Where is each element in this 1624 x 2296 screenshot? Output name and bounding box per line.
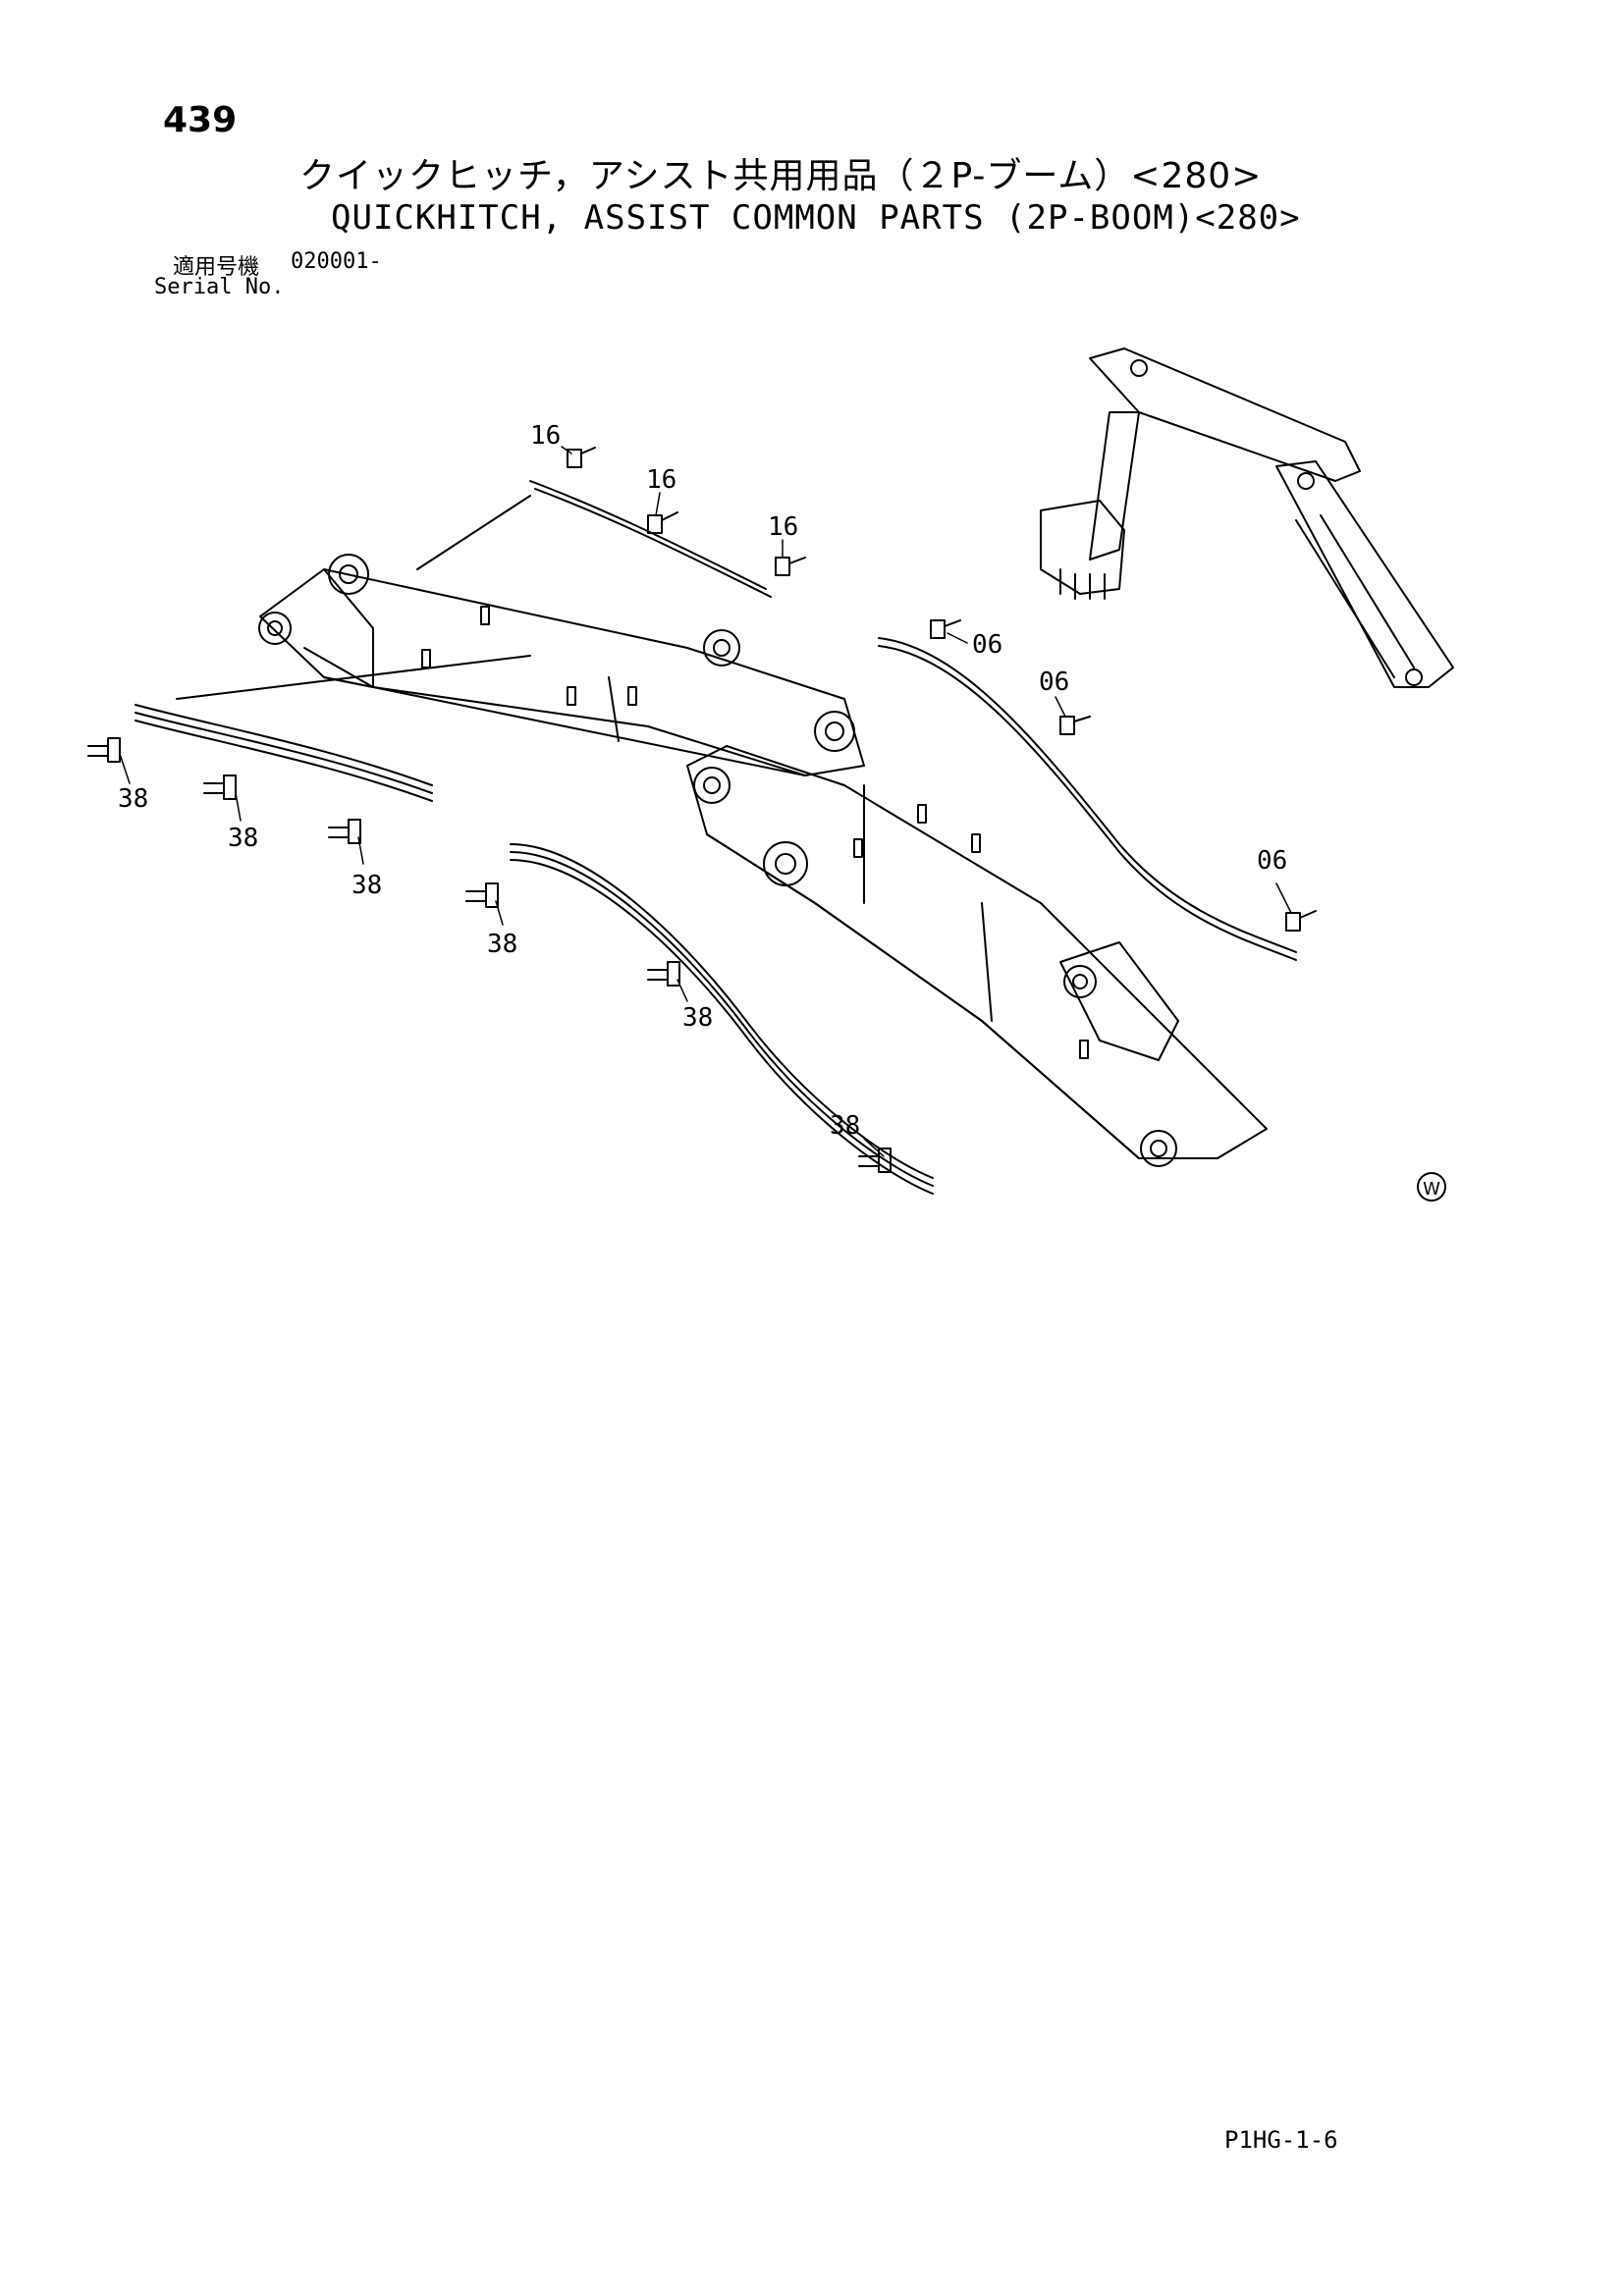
callout-16-c: 16 [768, 512, 798, 542]
callout-16: 16 [530, 421, 561, 451]
callout-labels: 16 16 16 06 06 06 38 38 38 38 38 38 [118, 421, 1287, 1141]
title-english: QUICKHITCH, ASSIST COMMON PARTS (2P-BOOM… [331, 198, 1301, 238]
callout-16-b: 16 [646, 465, 677, 495]
footer-code: P1HG-1-6 [1224, 2126, 1338, 2154]
callout-06: 06 [972, 630, 1002, 660]
serial-label-japanese: 適用号機 [173, 255, 260, 280]
boom-lower-section [686, 745, 1268, 1167]
clamp-bolts [87, 447, 1317, 1173]
excavator-arm-inset [1040, 347, 1454, 688]
circled-w-marker: W [1417, 1172, 1446, 1201]
callout-38-e: 38 [682, 1003, 713, 1033]
callout-06-c: 06 [1257, 846, 1287, 876]
callout-38-a: 38 [118, 784, 148, 814]
leader-lines [119, 446, 1292, 1157]
callout-38-d: 38 [487, 930, 517, 959]
serial-label-english: Serial No. [154, 275, 285, 299]
serial-number-value: 020001- [291, 249, 382, 274]
page-number: 439 [163, 100, 238, 140]
callout-38-c: 38 [352, 871, 382, 900]
boom-upper-section [258, 554, 865, 776]
callout-06-b: 06 [1039, 667, 1069, 697]
title-japanese: クイックヒッチ，アシスト共用用品（２P-ブーム）<280> [299, 156, 1263, 196]
marker-letter: W [1423, 1179, 1440, 1200]
callout-38-f: 38 [830, 1111, 860, 1141]
callout-38-b: 38 [228, 824, 258, 853]
hose-bundles [135, 480, 1297, 1195]
